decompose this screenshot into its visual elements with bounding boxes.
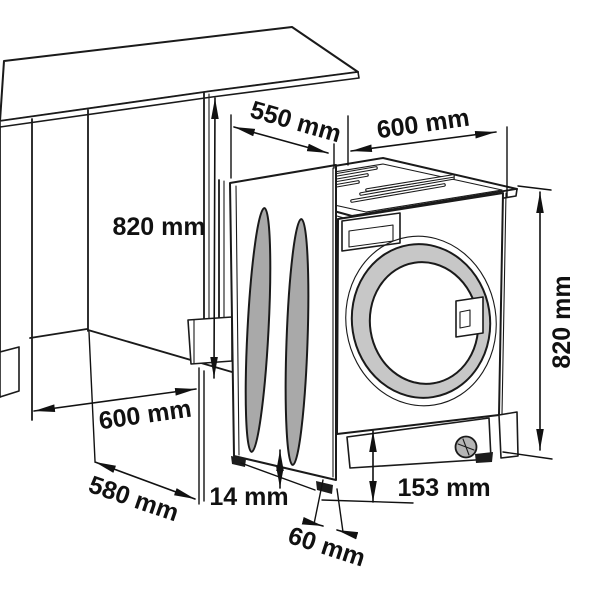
machine-side-panel (229, 164, 337, 481)
niche-floor-line (87, 329, 233, 373)
ext-line-60-right (336, 488, 344, 533)
dim-label-niche-height: 820 mm (112, 213, 205, 241)
machine-foot-back (231, 456, 246, 467)
dim-line-machine-width (350, 130, 497, 153)
machine-foot-right (475, 452, 493, 463)
door-outer-rim (345, 235, 497, 407)
dim-label-base-height: 153 mm (397, 474, 490, 502)
dim-line-niche-width (33, 388, 197, 412)
niche-plinth (187, 316, 233, 365)
side-damper-pad-right (284, 218, 310, 466)
door-handle-notch (459, 309, 471, 329)
ext-line-820r-bottom (502, 451, 553, 460)
dim-label-foot-height: 14 mm (209, 483, 288, 511)
ext-line-60-left (313, 479, 324, 525)
cabinet-drawing (0, 26, 360, 421)
dim-label-machine-height: 820 mm (548, 275, 576, 368)
dim-line-niche-depth (94, 461, 196, 500)
dim-line-base-recess-right (336, 529, 359, 540)
washing-machine-drawing (229, 157, 519, 494)
dim-line-base-recess-left (301, 516, 324, 527)
machine-back-edge (235, 185, 240, 456)
side-damper-pad-left (244, 207, 272, 453)
cabinet-bottom-edge (29, 328, 88, 339)
countertop-front-edge (0, 71, 360, 128)
machine-right-edge (501, 192, 507, 415)
ext-line-153-bottom (321, 499, 414, 504)
base-right-return (498, 411, 519, 459)
dim-line-niche-height (210, 97, 219, 379)
dim-line-machine-depth (233, 126, 329, 154)
screw-slot-b (462, 438, 470, 456)
cabinet-plinth-corner (0, 346, 20, 398)
ext-line-820r-top (517, 185, 552, 191)
